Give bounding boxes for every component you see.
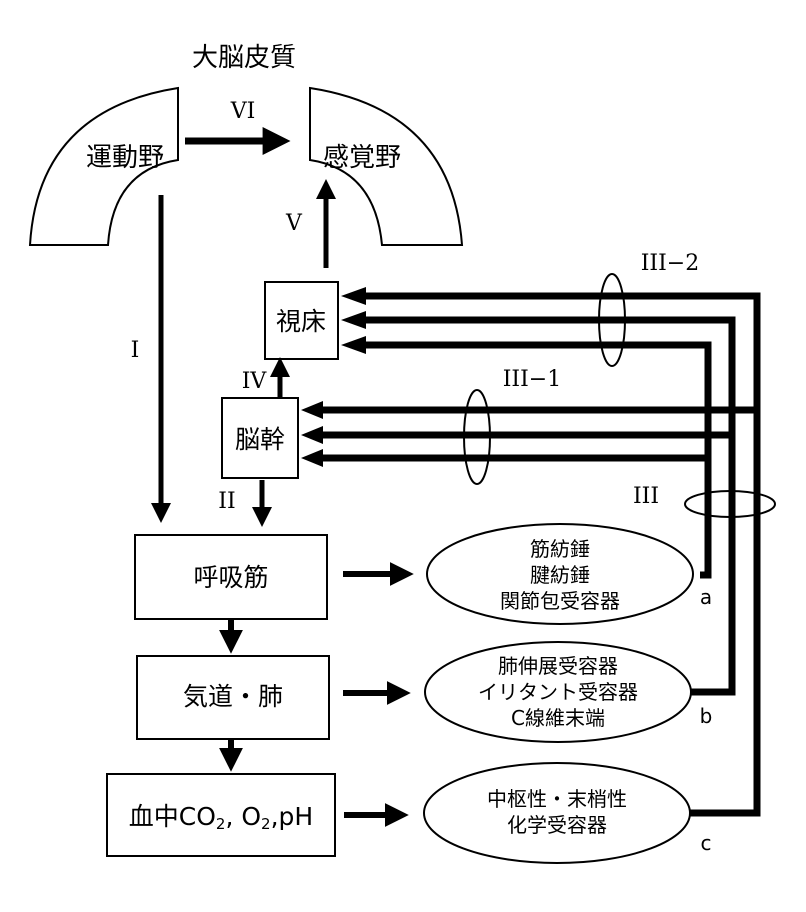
- receptor-b-line-2: イリタント受容器: [478, 680, 638, 704]
- blood-gas-label: 血中CO2, O2,pH: [129, 802, 313, 833]
- receptor-b-line-1: 肺伸展受容器: [498, 654, 618, 678]
- receptor-c-line-2: 化学受容器: [507, 813, 607, 837]
- brainstem-box: [221, 397, 299, 479]
- respiratory-muscles-label: 呼吸筋: [193, 563, 268, 592]
- afferent-b-to-thalamus: [365, 316, 736, 696]
- bundle-III-ellipse: [684, 490, 776, 518]
- receptor-a-line-2: 腱紡錘: [530, 563, 590, 587]
- brainstem-label: 脳幹: [235, 425, 285, 454]
- pathway-III-2-label: III−2: [641, 251, 700, 276]
- pathway-VI-label: VI: [230, 99, 256, 124]
- pathway-V-label: V: [285, 211, 303, 236]
- respiratory-muscles-box: [134, 534, 328, 620]
- bundle-III-1-ellipse: [463, 389, 491, 485]
- blood-prefix: 血中: [129, 802, 179, 831]
- thalamus-label: 視床: [276, 307, 326, 336]
- pathway-IV-label: IV: [242, 369, 268, 394]
- sensory-area-shape: [309, 86, 464, 246]
- receptor-a-oval: [426, 523, 694, 625]
- blood-gas-box: [106, 773, 336, 857]
- blood-co2: CO: [179, 802, 216, 831]
- receptor-b-oval: [424, 641, 692, 743]
- pathway-II-label: II: [218, 489, 235, 514]
- receptor-a-line-3: 関節包受容器: [500, 589, 620, 613]
- receptor-c-line-1: 中枢性・末梢性: [487, 787, 627, 811]
- receptor-c-oval: [423, 762, 691, 864]
- receptor-b-tag: b: [700, 704, 713, 728]
- thalamus-box: [264, 281, 339, 360]
- afferent-arrowheads: [301, 287, 366, 467]
- pathway-III-label: III: [633, 484, 659, 509]
- motor-area-shape: [28, 86, 179, 246]
- bundle-III-2-ellipse: [598, 273, 626, 367]
- receptor-b-line-3: C線維末端: [511, 706, 605, 730]
- blood-sep: , O: [225, 802, 261, 831]
- airway-lung-box: [136, 655, 330, 740]
- blood-o2-sub: 2: [261, 815, 271, 833]
- blood-ph: ,pH: [271, 802, 314, 831]
- cortex-title: 大脳皮質: [192, 43, 296, 73]
- sensory-area-label: 感覚野: [323, 143, 401, 173]
- afferent-c-to-thalamus: [365, 292, 761, 817]
- receptor-a-line-1: 筋紡錘: [530, 537, 590, 561]
- airway-lung-label: 気道・肺: [183, 682, 283, 711]
- pathway-III-1-label: III−1: [503, 367, 562, 392]
- blood-co2-sub: 2: [216, 815, 226, 833]
- motor-area-label: 運動野: [86, 143, 164, 173]
- pathway-I-label: I: [131, 338, 140, 363]
- receptor-a-tag: a: [700, 585, 712, 609]
- receptor-c-tag: c: [701, 831, 712, 855]
